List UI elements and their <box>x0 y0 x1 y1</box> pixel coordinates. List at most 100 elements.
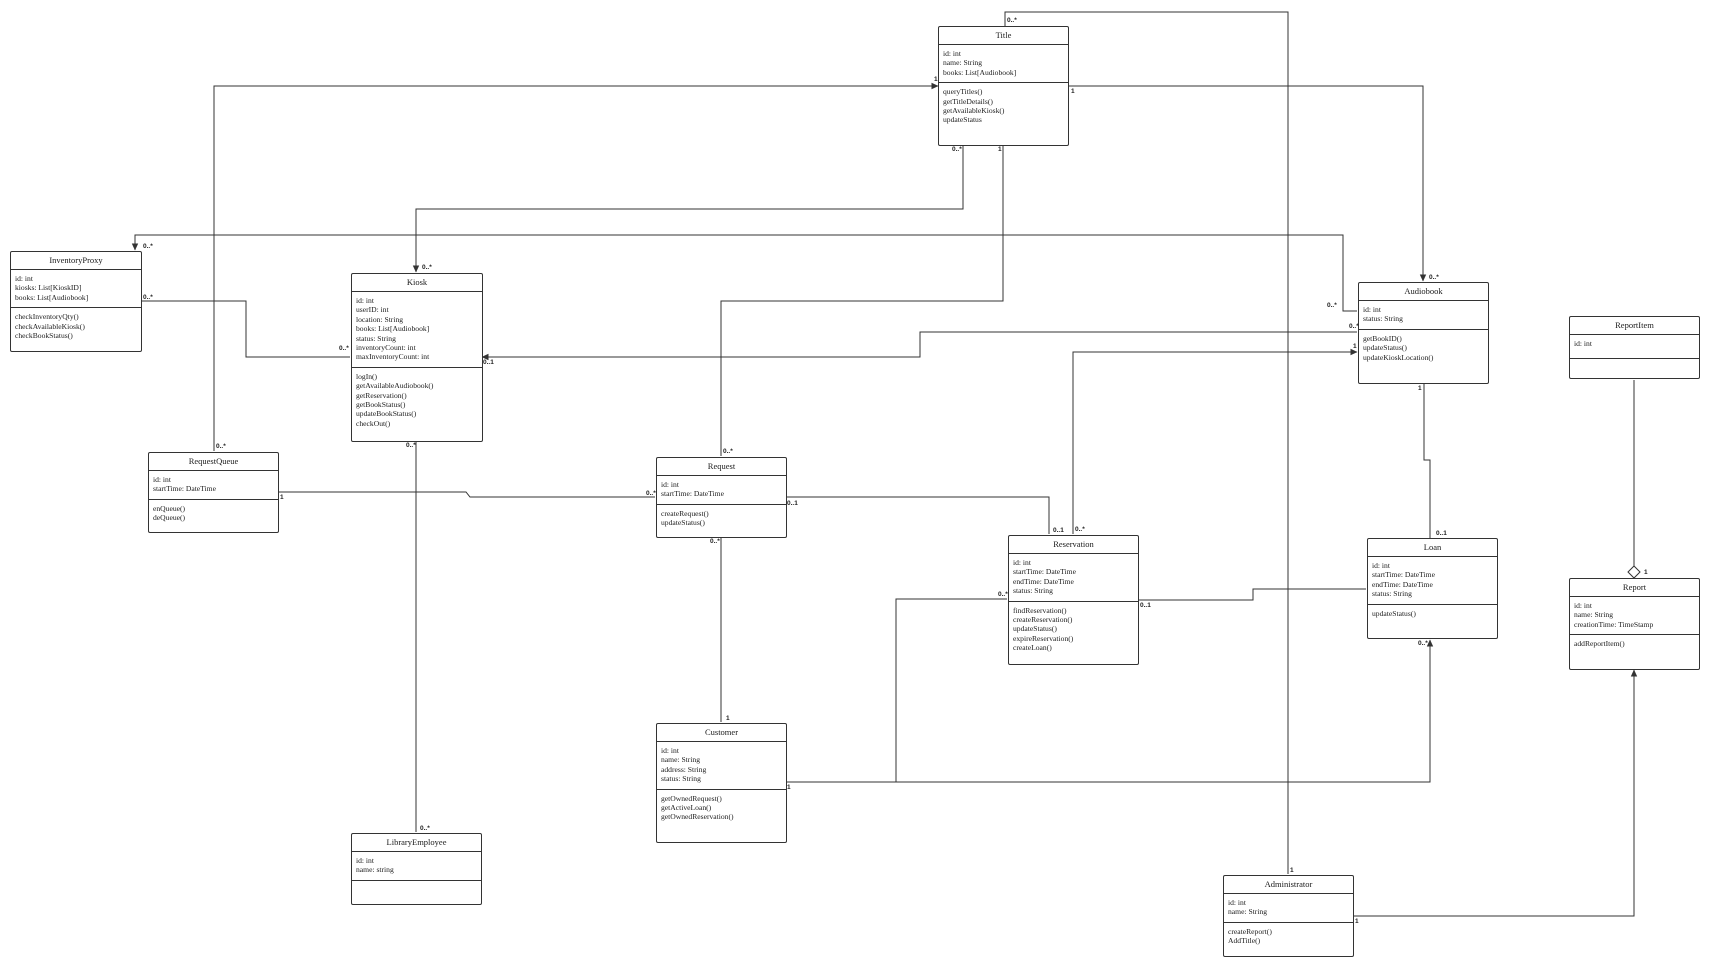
class-title[interactable]: Title id: int name: String books: List[A… <box>938 26 1069 146</box>
attribute: status: String <box>1372 589 1412 599</box>
multiplicity-label: 0..* <box>1418 640 1428 647</box>
attribute: location: String <box>356 314 404 324</box>
multiplicity-label: 0..* <box>998 591 1008 598</box>
attributes: id: int name: string <box>352 852 481 881</box>
class-customer[interactable]: Customer id: int name: String address: S… <box>656 723 787 843</box>
class-loan[interactable]: Loan id: int startTime: DateTime endTime… <box>1367 538 1498 639</box>
attribute: status: String <box>1363 314 1403 324</box>
multiplicity-label: 1 <box>1290 867 1294 874</box>
multiplicity-label: 0..* <box>422 264 432 271</box>
multiplicity-label: 0..* <box>1327 302 1337 309</box>
methods: enQueue() deQueue() <box>149 500 278 528</box>
attributes: id: int name: String <box>1224 894 1353 923</box>
attribute: status: String <box>356 333 396 343</box>
method: getOwnedReservation() <box>661 812 734 822</box>
class-name: Reservation <box>1009 536 1138 554</box>
method: AddTitle() <box>1228 936 1261 946</box>
attribute: id: int <box>356 856 374 865</box>
method: expireReservation() <box>1013 633 1074 643</box>
class-request-queue[interactable]: RequestQueue id: int startTime: DateTime… <box>148 452 279 533</box>
class-name: Customer <box>657 724 786 742</box>
multiplicity-label: 0..* <box>406 442 416 449</box>
method: findReservation() <box>1013 605 1067 615</box>
attributes: id: int startTime: DateTime endTime: Dat… <box>1009 554 1138 602</box>
methods <box>1570 359 1699 368</box>
class-report-item[interactable]: ReportItem id: int <box>1569 316 1700 379</box>
method: updateKioskLocation() <box>1363 352 1434 362</box>
method: getAvailableAudiobook() <box>356 381 434 391</box>
class-name: Request <box>657 458 786 476</box>
attribute: name: String <box>1574 610 1614 620</box>
attribute: address: String <box>661 764 707 774</box>
class-name: Report <box>1570 579 1699 597</box>
request-reservation-association <box>786 496 1050 534</box>
attribute: books: List[Audiobook] <box>356 324 430 334</box>
administrator-report-association <box>1352 669 1638 917</box>
methods <box>352 881 481 890</box>
methods: findReservation() createReservation() up… <box>1009 602 1138 658</box>
class-name: ReportItem <box>1570 317 1699 335</box>
multiplicity-label: 0..* <box>1349 323 1359 330</box>
multiplicity-label: 1 <box>1644 569 1648 576</box>
attribute: name: string <box>356 865 394 875</box>
method: checkOut() <box>356 418 391 428</box>
multiplicity-label: 1 <box>1353 343 1357 350</box>
reservation-loan-association <box>1138 588 1366 601</box>
method: getReservation() <box>356 390 407 400</box>
attribute: userID: int <box>356 305 389 315</box>
attributes: id: int status: String <box>1359 301 1488 330</box>
attribute: id: int <box>356 296 374 305</box>
attribute: books: List[Audiobook] <box>15 292 89 302</box>
attribute: inventoryCount: int <box>356 343 416 353</box>
attribute: id: int <box>153 475 171 484</box>
multiplicity-label: 0..* <box>1007 17 1017 24</box>
multiplicity-label: 0..* <box>723 448 733 455</box>
multiplicity-label: 0..* <box>143 294 153 301</box>
class-library-employee[interactable]: LibraryEmployee id: int name: string <box>351 833 482 905</box>
class-reservation[interactable]: Reservation id: int startTime: DateTime … <box>1008 535 1139 665</box>
attribute: id: int <box>661 746 679 755</box>
multiplicity-label: 0..1 <box>483 359 494 366</box>
multiplicity-label: 0..* <box>339 345 349 352</box>
class-report[interactable]: Report id: int name: String creationTime… <box>1569 578 1700 670</box>
multiplicity-label: 0..1 <box>787 500 798 507</box>
attributes: id: int kiosks: List[KioskID] books: Lis… <box>11 270 141 309</box>
attribute: endTime: DateTime <box>1013 576 1074 586</box>
attribute: kiosks: List[KioskID] <box>15 283 82 293</box>
attribute: id: int <box>1363 305 1381 314</box>
attributes: id: int startTime: DateTime <box>149 471 278 500</box>
method: addReportItem() <box>1574 639 1625 649</box>
multiplicity-label: 0..1 <box>1436 530 1447 537</box>
method: updateStatus <box>943 115 982 125</box>
audiobook-inventoryproxy-association <box>131 234 1357 312</box>
methods: queryTitles() getTitleDetails() getAvail… <box>939 83 1068 130</box>
multiplicity-label: 1 <box>1355 918 1359 925</box>
class-kiosk[interactable]: Kiosk id: int userID: int location: Stri… <box>351 273 483 442</box>
class-name: Title <box>939 27 1068 45</box>
requestqueue-request-association <box>279 491 655 498</box>
multiplicity-label: 1 <box>280 494 284 501</box>
method: updateStatus() <box>661 518 705 528</box>
aggregation-diamond <box>1627 565 1641 579</box>
method: deQueue() <box>153 513 186 523</box>
attribute: status: String <box>661 774 701 784</box>
attribute: id: int <box>943 49 961 58</box>
method: getAvailableKiosk() <box>943 106 1005 116</box>
method: getBookStatus() <box>356 400 406 410</box>
method: checkInventoryQty() <box>15 312 79 322</box>
audiobook-kiosk-association <box>481 331 1357 361</box>
title-kiosk-association <box>412 146 964 273</box>
multiplicity-label: 0..* <box>1429 274 1439 281</box>
attribute: name: String <box>943 58 983 68</box>
class-inventory-proxy[interactable]: InventoryProxy id: int kiosks: List[Kios… <box>10 251 142 352</box>
methods: addReportItem() <box>1570 635 1699 653</box>
method: getOwnedRequest() <box>661 793 722 803</box>
attributes: id: int name: String creationTime: TimeS… <box>1570 597 1699 636</box>
class-request[interactable]: Request id: int startTime: DateTime crea… <box>656 457 787 538</box>
class-administrator[interactable]: Administrator id: int name: String creat… <box>1223 875 1354 957</box>
method: updateBookStatus() <box>356 409 417 419</box>
method: getActiveLoan() <box>661 803 712 813</box>
attribute: startTime: DateTime <box>661 489 724 499</box>
class-audiobook[interactable]: Audiobook id: int status: String getBook… <box>1358 282 1489 384</box>
